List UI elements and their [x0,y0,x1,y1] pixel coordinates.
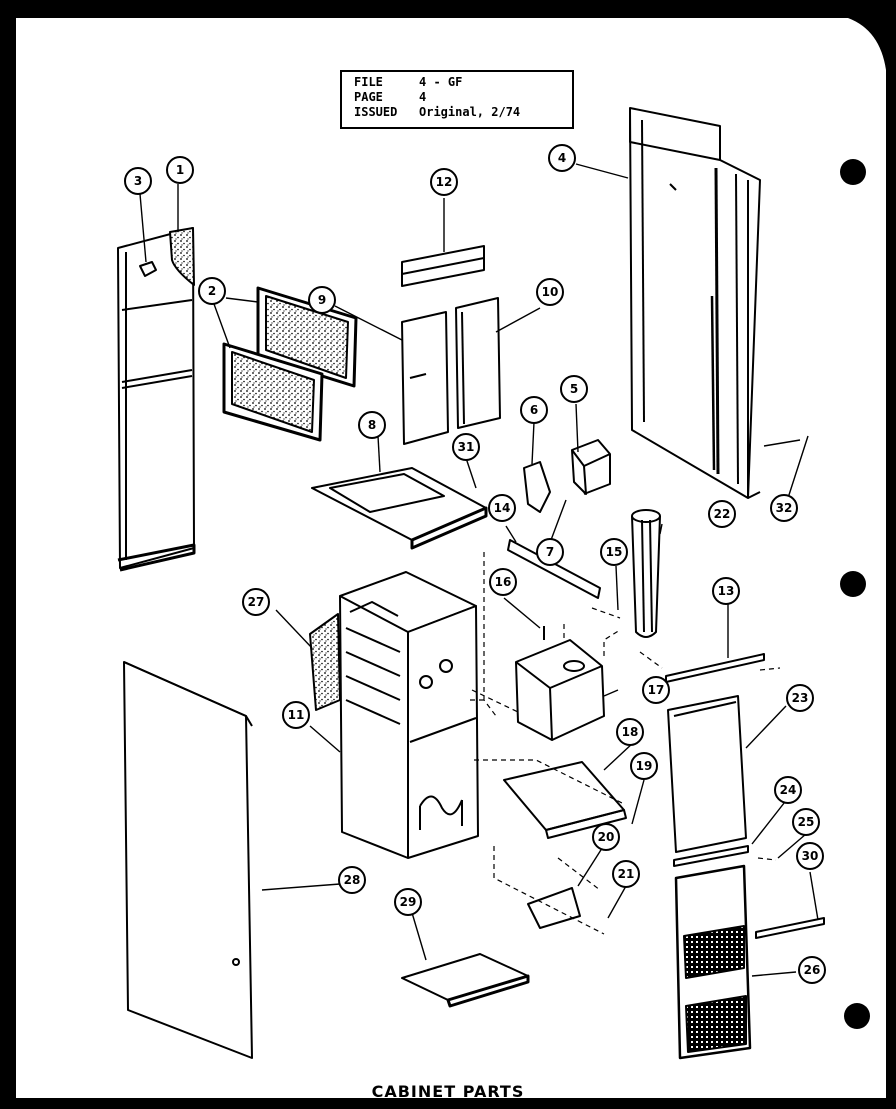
callout-24: 24 [774,776,802,804]
issued-label: ISSUED [354,105,398,119]
callout-10: 10 [536,278,564,306]
part-22-flue-pipe [631,509,661,638]
file-value: 4 - GF [419,75,463,89]
callout-6: 6 [520,396,548,424]
part-5-junction-box [571,439,611,495]
callout-28: 28 [338,866,366,894]
callout-17: 17 [642,676,670,704]
part-26-louvre-panel [674,864,752,1060]
part-6-bracket [523,461,551,513]
file-info-box: FILE 4 - GF PAGE 4 ISSUED Original, 2/74 [340,70,574,129]
part-23-access-panel [667,695,747,853]
callout-2: 2 [198,277,226,305]
callout-21: 21 [612,860,640,888]
part-28-front-panel [123,661,253,1059]
part-9-door-panel [401,311,449,445]
binder-hole [844,1003,870,1029]
callout-19: 19 [630,752,658,780]
part-29-bottom-pan [401,953,530,1008]
callout-8: 8 [358,411,386,439]
callout-27: 27 [242,588,270,616]
part-30-trim [755,917,825,939]
part-2-filters [222,286,358,442]
binder-hole [840,159,866,185]
callout-22: 22 [708,500,736,528]
callout-30: 30 [796,842,824,870]
file-label: FILE [354,75,383,89]
part-10-door-panel [455,297,501,429]
part-24-strip [673,845,749,867]
callout-9: 9 [308,286,336,314]
callout-20: 20 [592,823,620,851]
part-8-base-plate [311,467,488,550]
callout-26: 26 [798,956,826,984]
page-value: 4 [419,90,427,104]
part-4-rear-panel [629,107,761,499]
callout-5: 5 [560,375,588,403]
page-label: PAGE [354,90,383,104]
callout-29: 29 [394,888,422,916]
part-12-rail [401,245,485,287]
callout-3: 3 [124,167,152,195]
callout-32: 32 [770,494,798,522]
part-14-baffle [507,539,601,599]
diagram-caption: CABINET PARTS [371,1082,525,1101]
callout-18: 18 [616,718,644,746]
callout-4: 4 [548,144,576,172]
callout-1: 1 [166,156,194,184]
callout-23: 23 [786,684,814,712]
issued-value: Original, 2/74 [419,105,521,119]
part-17-blower-housing [515,626,605,741]
callout-16: 16 [489,568,517,596]
part-3-plug [139,261,157,277]
part-11-chassis [339,571,479,859]
callout-11: 11 [282,701,310,729]
part-18-drawer [503,761,627,839]
callout-7: 7 [536,538,564,566]
leader-lines [139,163,819,977]
part-1-side-panel [117,227,196,572]
callout-13: 13 [712,577,740,605]
callout-25: 25 [792,808,820,836]
callout-31: 31 [452,433,480,461]
callout-14: 14 [488,494,516,522]
assembly-lines [466,552,781,935]
callout-15: 15 [600,538,628,566]
callout-12: 12 [430,168,458,196]
binder-hole [840,571,866,597]
